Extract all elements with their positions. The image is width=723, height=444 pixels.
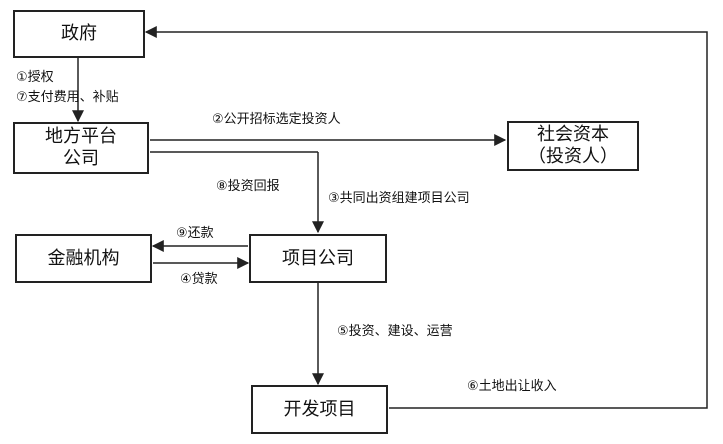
label-co-invest: ③共同出资组建项目公司 [328,191,470,206]
node-project-company-label: 项目公司 [282,247,354,269]
arrow-land-income [144,26,708,409]
node-social-capital-line1: 社会资本 [537,124,609,145]
node-finance: 金融机构 [15,234,152,283]
node-project-company: 项目公司 [249,234,387,283]
node-government-label: 政府 [61,23,97,44]
node-platform-line1: 地方平台 [45,126,117,147]
node-social-capital: 社会资本 （投资人） [507,121,639,171]
node-platform-line2: 公司 [63,148,99,169]
label-authorize: ①授权 [16,70,54,85]
label-land-income: ⑥土地出让收入 [467,379,557,394]
label-repay: ⑨还款 [176,226,214,241]
label-tender: ②公开招标选定投资人 [212,112,341,127]
node-finance-label: 金融机构 [47,247,120,269]
label-invest-build: ⑤投资、建设、运营 [337,324,453,339]
node-development-label: 开发项目 [283,398,356,420]
node-development: 开发项目 [251,385,388,434]
node-government: 政府 [13,10,145,58]
node-social-capital-line2: （投资人） [528,146,618,167]
label-return: ⑧投资回报 [216,179,280,194]
label-pay-fee: ⑦支付费用、补贴 [16,90,119,105]
label-loan: ④贷款 [180,272,218,287]
node-platform: 地方平台 公司 [13,122,149,174]
